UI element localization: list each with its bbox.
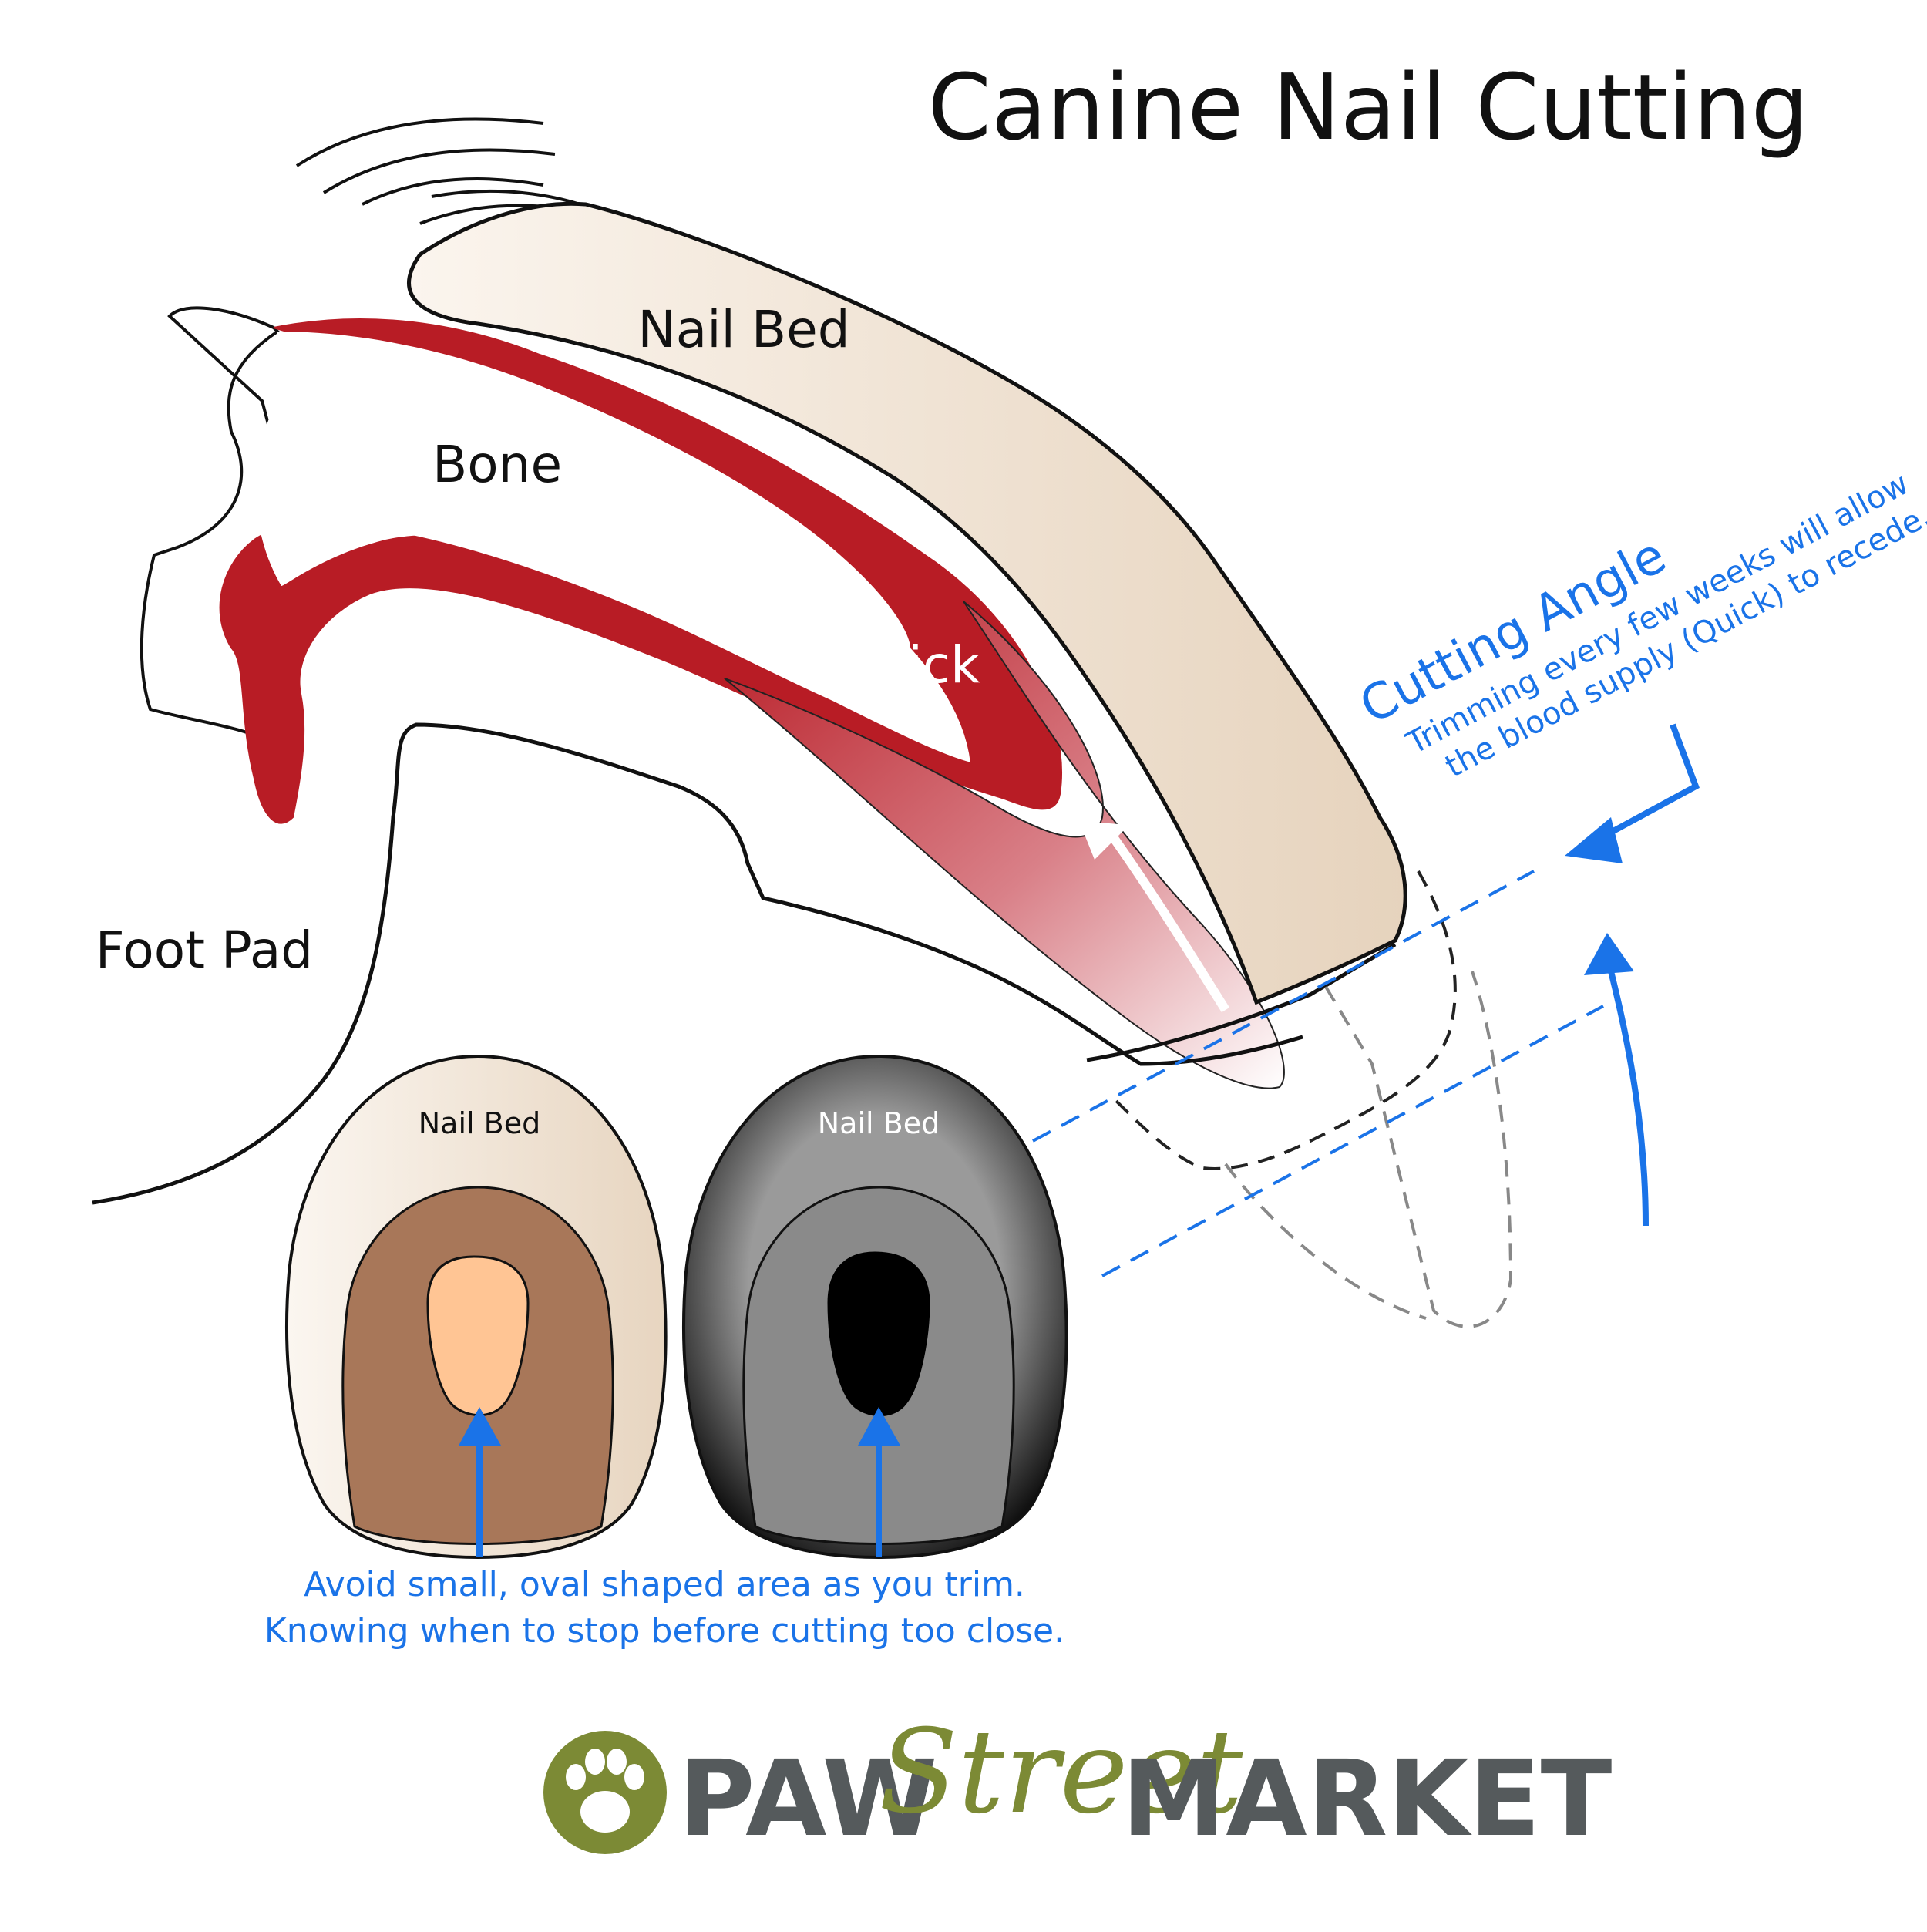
label-nail-bed: Nail Bed	[637, 300, 849, 359]
cutting-angle-arrows	[1576, 725, 1696, 1226]
advice-line2: Knowing when to stop before cutting too …	[264, 1611, 1064, 1651]
light-nail-bed-label: Nail Bed	[419, 1106, 540, 1140]
arrow-head-left	[1565, 817, 1623, 863]
logo-word-market: MARKET	[1122, 1738, 1613, 1860]
cutting-angle-line1: Trimming every few weeks will allow	[1401, 466, 1915, 762]
advice-line1: Avoid small, oval shaped area as you tri…	[304, 1565, 1025, 1604]
diagram-title: Canine Nail Cutting	[927, 54, 1808, 160]
label-bone: Bone	[432, 435, 562, 494]
label-quick: Quick	[836, 635, 980, 695]
dark-nail-bed-label: Nail Bed	[818, 1106, 940, 1140]
cutting-angle-text: Cutting Angle Trimming every few weeks w…	[1351, 408, 1927, 806]
label-foot-pad: Foot Pad	[96, 921, 313, 980]
cross-section-light: Nail Bed	[287, 1056, 666, 1557]
arrow-head-up	[1584, 933, 1634, 975]
paw-street-market-logo: PAW Street MARKET	[543, 1705, 1613, 1860]
cross-section-dark: Nail Bed	[684, 1056, 1067, 1557]
